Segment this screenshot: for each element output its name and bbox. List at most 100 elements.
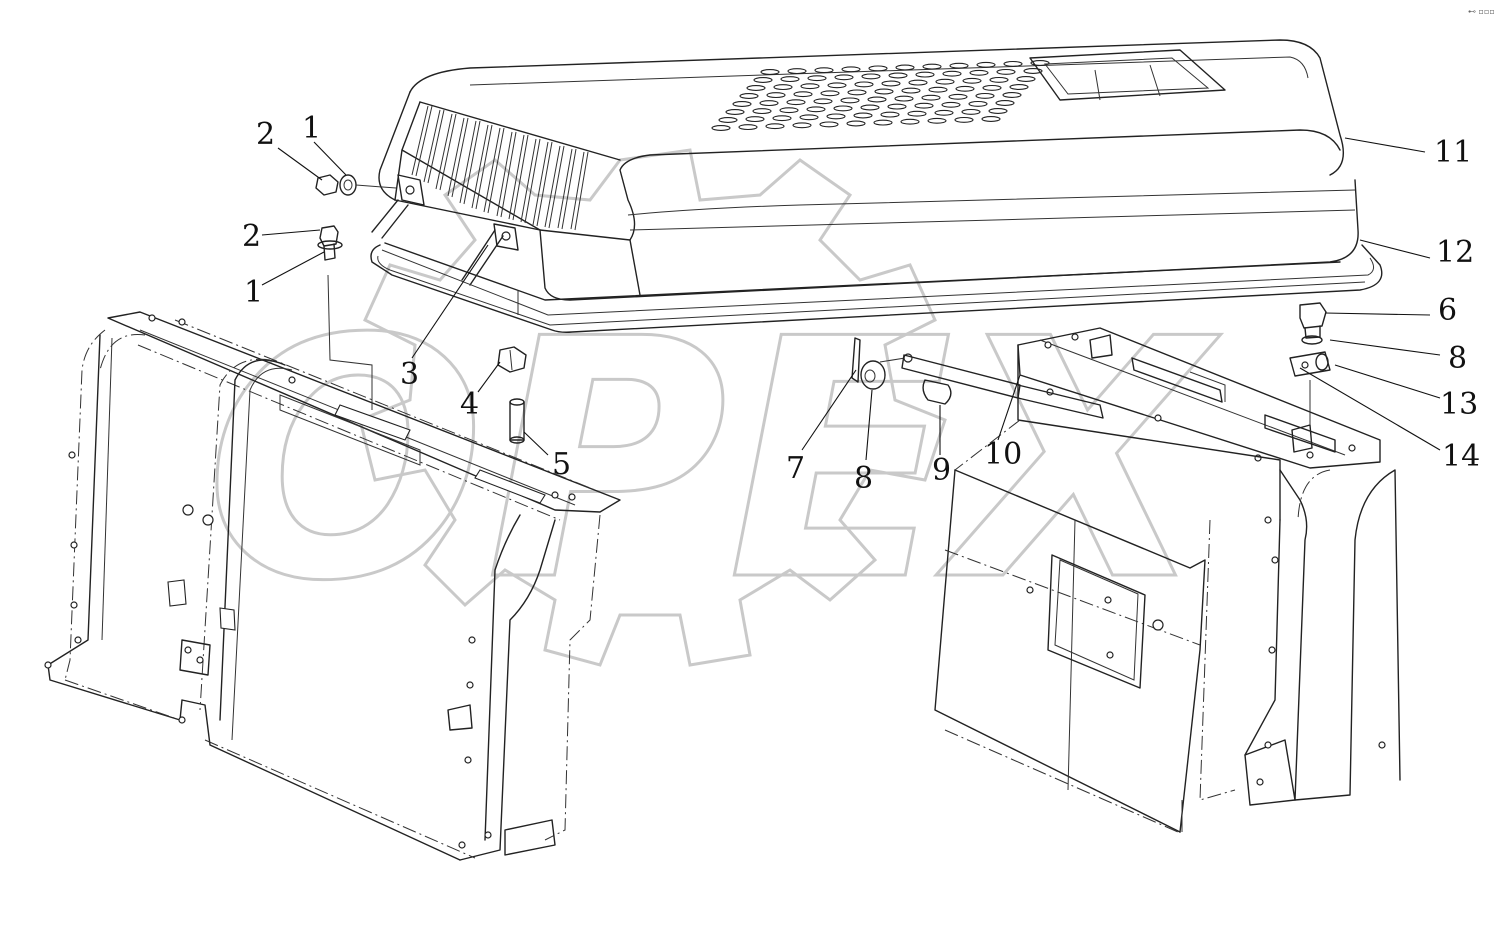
vent-slot	[760, 69, 780, 75]
callout-1a: 1	[302, 111, 321, 146]
callout-2b: 2	[242, 219, 261, 254]
vent-slot	[969, 69, 989, 76]
bolt-6	[1299, 302, 1327, 339]
vent-slot	[806, 106, 826, 113]
vent-slot	[935, 78, 955, 85]
vent-slot	[982, 84, 1002, 91]
vent-slot	[786, 99, 806, 106]
hood-exhaust-opening	[1029, 49, 1226, 101]
vent-slot	[732, 101, 752, 107]
vent-slot	[752, 108, 772, 115]
hinge-13-14	[1289, 335, 1331, 425]
vent-slot	[989, 76, 1009, 83]
callout-8a: 8	[854, 461, 873, 496]
vent-slot	[907, 110, 927, 117]
callout-6: 6	[1438, 293, 1457, 328]
vent-slot	[765, 123, 785, 130]
hood-vent-slots	[711, 60, 1050, 131]
vent-slot	[941, 101, 961, 108]
vent-slot	[867, 96, 887, 103]
bolt-2a	[315, 174, 397, 196]
vent-slot	[826, 113, 846, 120]
vent-slot	[927, 117, 947, 124]
vent-slot	[921, 94, 941, 101]
vent-slot	[840, 97, 860, 104]
vent-slot	[1023, 68, 1043, 74]
vent-slot	[1030, 60, 1050, 66]
callout-labels: 2 1 2 1 3 4 5 7 8 9 10 11 12 6 8 13 14	[242, 111, 1480, 496]
vent-slot	[961, 108, 981, 115]
callout-5: 5	[552, 447, 571, 482]
callout-11: 11	[1434, 135, 1472, 170]
vent-slot	[928, 86, 948, 93]
vent-slot	[873, 119, 893, 126]
vent-slot	[968, 100, 988, 107]
vent-slot	[753, 77, 773, 83]
vent-slot	[975, 92, 995, 99]
vent-slot	[834, 74, 854, 81]
vent-slot	[827, 82, 847, 89]
callout-14: 14	[1442, 439, 1480, 474]
watermark-gear	[358, 148, 947, 667]
vent-slot	[901, 87, 921, 94]
vent-slot	[814, 67, 834, 74]
vent-slot	[922, 63, 942, 70]
vent-slot	[793, 91, 813, 98]
seal-ring	[370, 242, 1383, 333]
callout-8b: 8	[1448, 341, 1467, 376]
vent-slot	[792, 122, 812, 129]
vent-slot	[800, 83, 820, 90]
vent-slot	[894, 95, 914, 102]
bolt-5	[509, 398, 525, 444]
vent-slot	[807, 75, 827, 82]
vent-slot	[780, 76, 800, 83]
vent-slot	[1003, 60, 1023, 67]
vent-slot	[718, 117, 738, 123]
callout-3: 3	[400, 357, 419, 392]
vent-slot	[976, 61, 996, 68]
vent-slot	[949, 62, 969, 69]
support-rod-10	[901, 353, 1104, 419]
vent-slot	[745, 116, 765, 123]
callout-1b: 1	[244, 275, 263, 310]
vent-slot	[711, 125, 731, 131]
bolt-2b	[317, 225, 343, 261]
vent-slot	[833, 105, 853, 112]
vent-slot	[841, 66, 861, 73]
vent-slot	[772, 115, 792, 122]
washer-8a	[860, 357, 906, 390]
vent-slot	[948, 93, 968, 100]
vent-slot	[799, 114, 819, 121]
vent-slot	[954, 116, 974, 123]
vent-slot	[853, 112, 873, 119]
vent-slot	[887, 103, 907, 110]
vent-slot	[996, 68, 1016, 75]
watermark-text: OPEX	[205, 269, 1221, 653]
left-side-frame	[44, 311, 621, 861]
vent-slot	[861, 73, 881, 80]
vent-slot	[773, 84, 793, 91]
hood-hinge-left	[371, 174, 425, 239]
vent-slot	[759, 100, 779, 107]
vent-slot	[915, 71, 935, 78]
vent-slot	[914, 102, 934, 109]
vent-slot	[962, 77, 982, 84]
vent-slot	[820, 90, 840, 97]
vent-slot	[739, 93, 759, 99]
vent-slot	[868, 65, 888, 72]
callout-7: 7	[786, 451, 805, 486]
corner-mark: ⊷ ▫▫▫	[1468, 7, 1495, 16]
vent-slot	[981, 116, 1001, 122]
callout-12: 12	[1436, 235, 1474, 270]
callout-2a: 2	[256, 117, 275, 152]
vent-slot	[1002, 92, 1022, 98]
vent-slot	[779, 107, 799, 114]
vent-slot	[900, 118, 920, 125]
vent-slot	[738, 124, 758, 131]
vent-slot	[1009, 84, 1029, 90]
vent-slot	[908, 79, 928, 86]
vent-slot	[995, 100, 1015, 106]
vent-slot	[881, 80, 901, 87]
